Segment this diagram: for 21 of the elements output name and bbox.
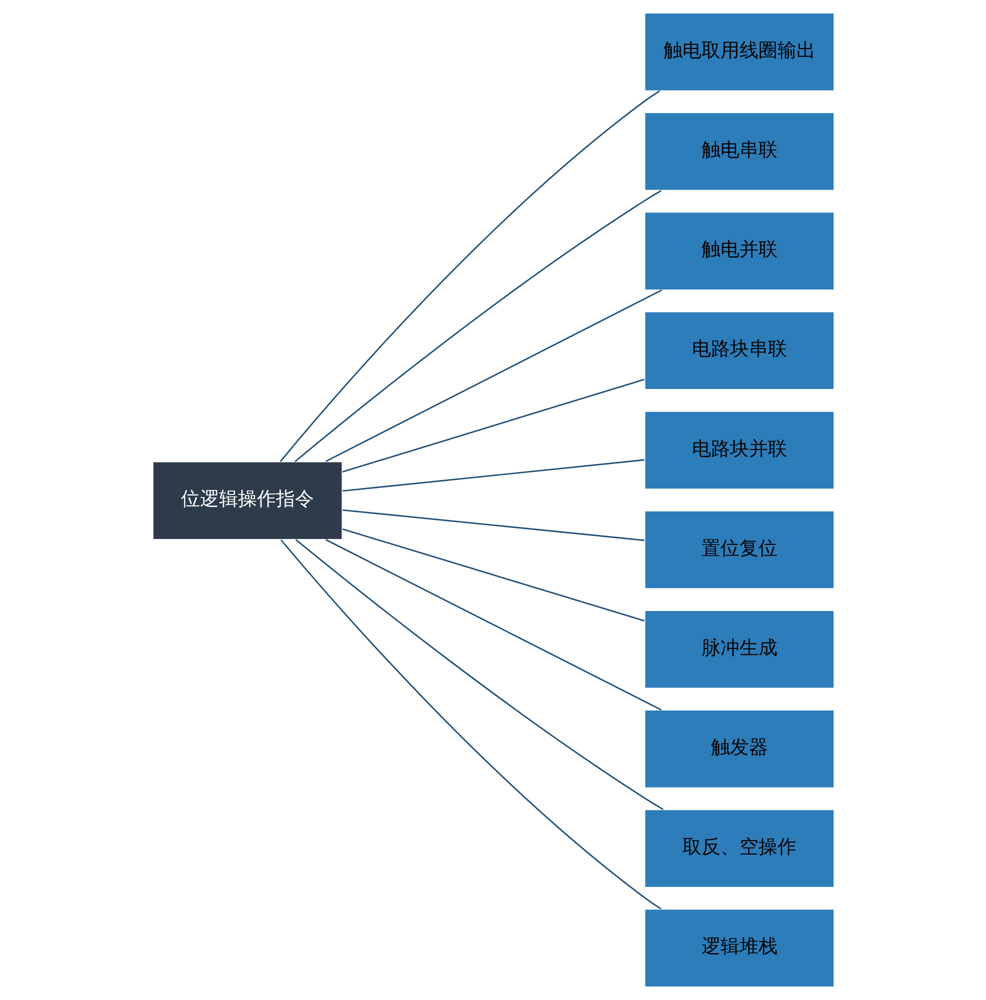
node-box: 触发器	[644, 709, 834, 789]
node-box: 电路块并联	[644, 410, 834, 490]
node-box: 取反、空操作	[644, 808, 834, 888]
connector	[324, 539, 662, 711]
connector	[342, 509, 644, 542]
connector	[342, 378, 644, 473]
connector	[294, 190, 661, 462]
node-box: 位逻辑操作指令	[152, 461, 342, 540]
connector	[294, 539, 663, 810]
node-box: 触电串联	[644, 112, 834, 192]
node-box: 电路块串联	[644, 311, 834, 390]
connector	[342, 459, 644, 492]
node-box: 触电并联	[644, 211, 834, 291]
connector	[342, 528, 644, 622]
connector	[324, 289, 662, 462]
connector	[280, 539, 661, 910]
node-box: 逻辑堆栈	[644, 908, 834, 988]
node-box: 触电取用线圈输出	[644, 12, 834, 92]
connector	[279, 90, 660, 462]
node-box: 脉冲生成	[644, 610, 834, 689]
node-box: 置位复位	[644, 510, 834, 590]
